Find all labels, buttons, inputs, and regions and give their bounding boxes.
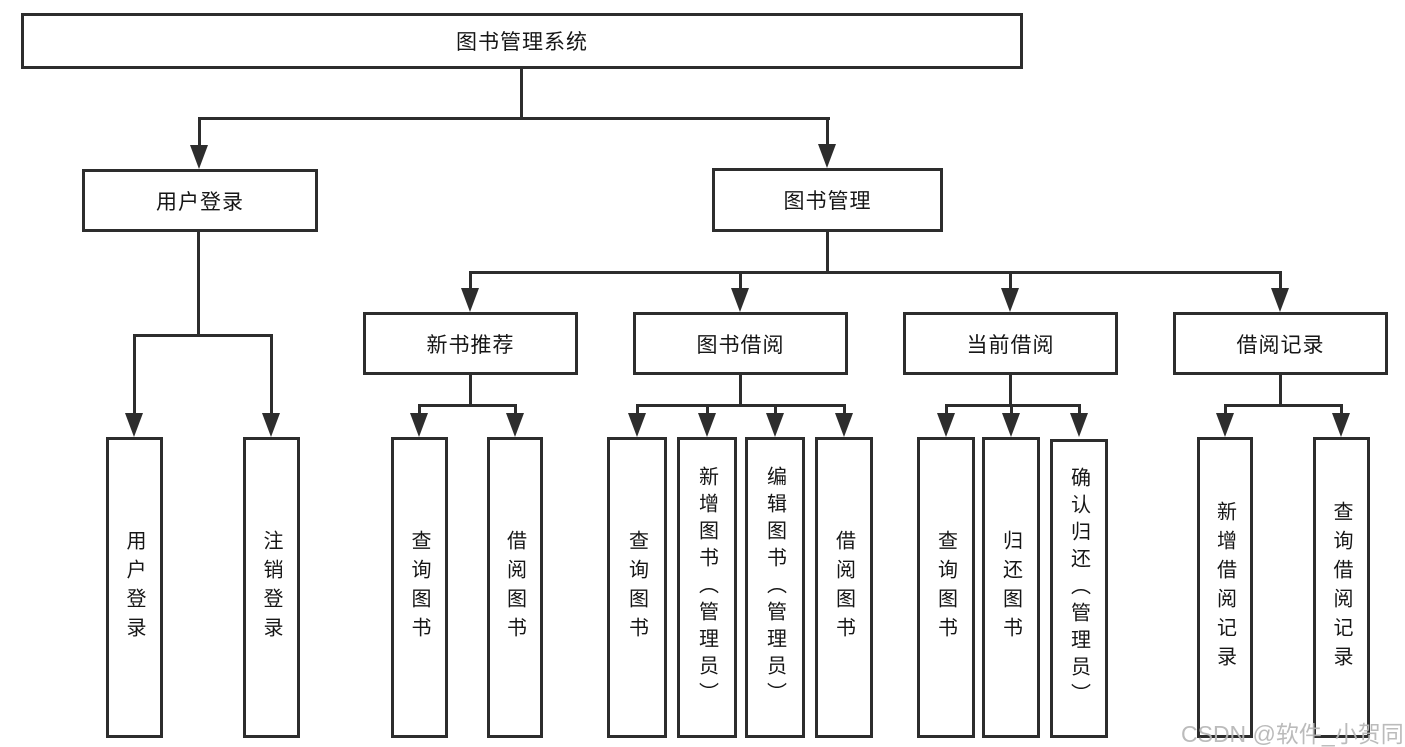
arrowhead-down-icon [766, 413, 784, 437]
node-leaf-add-borrow-record-label: 新增借阅记录 [1213, 500, 1236, 675]
node-user-login: 用户登录 [82, 169, 318, 232]
node-root-label: 图书管理系统 [456, 31, 588, 54]
connector-group-stem [1009, 375, 1012, 406]
connector-book-mgmt-drop [826, 117, 829, 148]
node-leaf-query-book-current-label: 查询图书 [934, 529, 957, 646]
node-leaf-borrow-book-rec-label: 借阅图书 [503, 529, 526, 646]
node-leaf-return-book: 归还图书 [982, 437, 1040, 738]
connector-drop [1340, 404, 1343, 416]
connector-drop [1224, 404, 1227, 416]
connector-user-rail [133, 334, 273, 337]
connector-drop [774, 404, 777, 416]
node-book-borrow: 图书借阅 [633, 312, 848, 375]
connector-root-stem [520, 69, 523, 117]
arrowhead-down-icon [506, 413, 524, 437]
arrowhead-down-icon [461, 288, 479, 312]
node-leaf-add-book-label: 新增图书（管理员） [695, 466, 718, 709]
node-leaf-logout: 注销登录 [243, 437, 300, 738]
connector-drop [133, 334, 136, 415]
node-new-book-rec: 新书推荐 [363, 312, 578, 375]
connector-user-login-drop [198, 117, 201, 148]
connector-drop [739, 271, 742, 290]
connector-drop [270, 334, 273, 415]
arrowhead-down-icon [1216, 413, 1234, 437]
node-new-book-rec-label: 新书推荐 [426, 333, 515, 357]
node-leaf-logout-label: 注销登录 [260, 529, 282, 646]
connector-level2-rail [469, 271, 1282, 274]
arrowhead-down-icon [1332, 413, 1350, 437]
node-leaf-borrow-book-borrow: 借阅图书 [815, 437, 873, 738]
connector-drop [514, 404, 517, 416]
arrowhead-down-icon [262, 413, 280, 437]
connector-book-stem [826, 232, 829, 273]
node-book-borrow-label: 图书借阅 [696, 333, 785, 357]
arrowhead-down-icon [818, 144, 836, 168]
node-leaf-query-book-current: 查询图书 [917, 437, 975, 738]
node-current-borrow: 当前借阅 [903, 312, 1118, 375]
node-leaf-borrow-book-rec: 借阅图书 [487, 437, 543, 738]
arrowhead-down-icon [190, 145, 208, 169]
connector-drop [945, 404, 948, 416]
connector-drop [1009, 271, 1012, 290]
arrowhead-down-icon [835, 413, 853, 437]
connector-drop [1279, 271, 1282, 290]
connector-group-stem [739, 375, 742, 406]
connector-group-stem [469, 375, 472, 406]
connector-level1-rail [198, 117, 830, 120]
arrowhead-down-icon [1271, 288, 1289, 312]
arrowhead-down-icon [937, 413, 955, 437]
node-leaf-return-book-label: 归还图书 [999, 529, 1022, 646]
connector-group-stem [1279, 375, 1282, 406]
node-current-borrow-label: 当前借阅 [966, 333, 1055, 357]
node-leaf-user-login-label: 用户登录 [123, 529, 145, 646]
node-leaf-user-login: 用户登录 [106, 437, 163, 738]
connector-drop [1010, 404, 1013, 416]
node-leaf-confirm-return-label: 确认归还（管理员） [1067, 467, 1090, 710]
node-leaf-query-book-rec-label: 查询图书 [408, 529, 430, 646]
node-leaf-add-book: 新增图书（管理员） [677, 437, 737, 738]
node-leaf-query-borrow-record-label: 查询借阅记录 [1330, 500, 1352, 675]
arrowhead-down-icon [410, 413, 428, 437]
connector-user-stem [197, 232, 200, 335]
connector-drop [1078, 404, 1081, 416]
connector-group-rail [418, 404, 516, 407]
node-leaf-query-book-rec: 查询图书 [391, 437, 448, 738]
node-user-login-label: 用户登录 [156, 190, 244, 214]
arrowhead-down-icon [125, 413, 143, 437]
node-book-mgmt-label: 图书管理 [783, 190, 872, 213]
node-leaf-edit-book-label: 编辑图书（管理员） [763, 466, 786, 709]
node-leaf-borrow-book-borrow-label: 借阅图书 [832, 529, 855, 646]
node-root: 图书管理系统 [21, 13, 1023, 69]
connector-drop [636, 404, 639, 416]
node-book-mgmt: 图书管理 [712, 168, 943, 232]
node-leaf-edit-book: 编辑图书（管理员） [745, 437, 805, 738]
connector-drop [843, 404, 846, 416]
connector-drop [469, 271, 472, 290]
arrowhead-down-icon [1001, 288, 1019, 312]
connector-group-rail [636, 404, 845, 407]
connector-drop [418, 404, 421, 416]
arrowhead-down-icon [628, 413, 646, 437]
node-leaf-add-borrow-record: 新增借阅记录 [1197, 437, 1253, 738]
arrowhead-down-icon [698, 413, 716, 437]
arrowhead-down-icon [1070, 413, 1088, 437]
arrowhead-down-icon [731, 288, 749, 312]
node-leaf-confirm-return: 确认归还（管理员） [1050, 439, 1108, 738]
csdn-watermark: CSDN @软件_小贺同学 [1181, 721, 1405, 747]
arrowhead-down-icon [1002, 413, 1020, 437]
node-borrow-records-label: 借阅记录 [1236, 333, 1325, 357]
connector-drop [706, 404, 709, 416]
node-leaf-query-book-borrow: 查询图书 [607, 437, 667, 738]
node-leaf-query-book-borrow-label: 查询图书 [625, 529, 648, 646]
node-borrow-records: 借阅记录 [1173, 312, 1388, 375]
node-leaf-query-borrow-record: 查询借阅记录 [1313, 437, 1370, 738]
connector-group-rail [1224, 404, 1342, 407]
